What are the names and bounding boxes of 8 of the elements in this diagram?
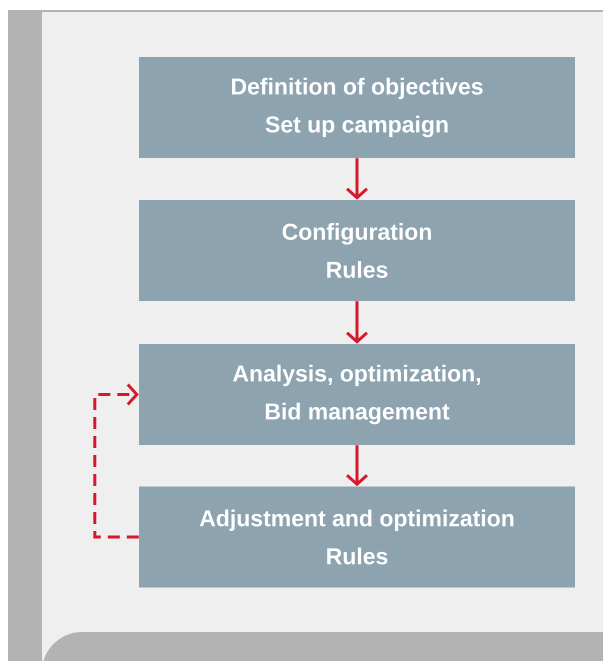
process-box: Configuration Rules	[139, 200, 575, 301]
process-box: Adjustment and optimization Rules	[139, 486, 575, 588]
process-box: Analysis, optimization, Bid management	[139, 344, 575, 445]
process-box: Definition of objectives Set up campaign	[139, 57, 575, 158]
arrow	[346, 158, 368, 200]
arrow	[346, 445, 368, 486]
arrow	[346, 301, 368, 344]
arrow	[93, 384, 139, 538]
